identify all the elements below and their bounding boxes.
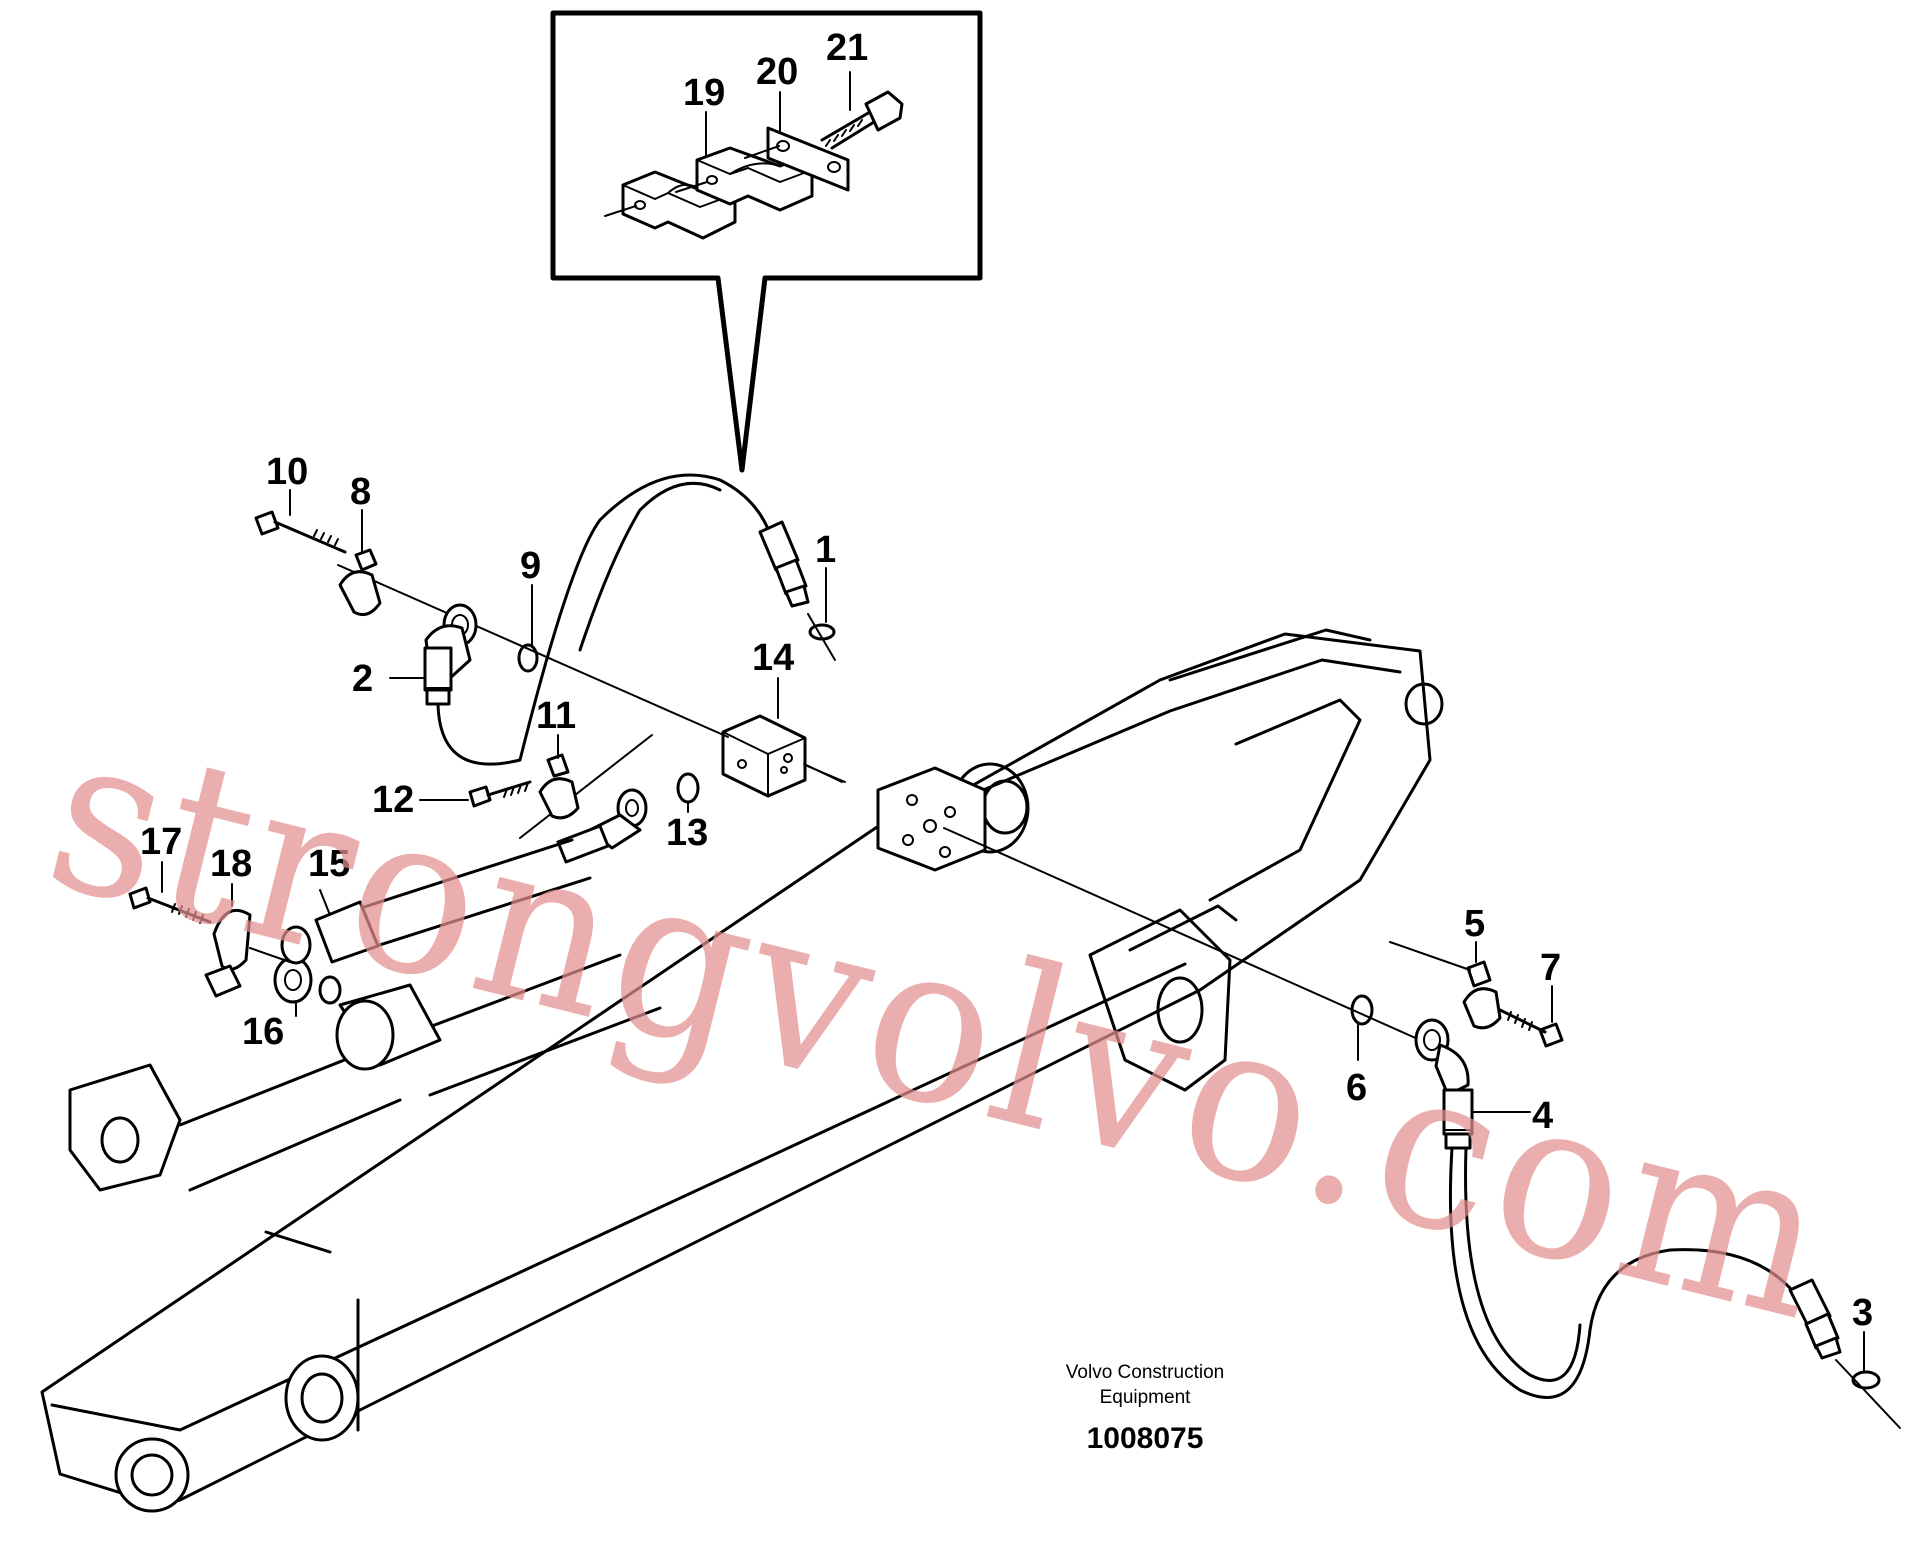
callout-15: 15: [308, 843, 350, 885]
upper-hose-assembly: [254, 473, 846, 783]
o-ring-icon: [676, 772, 700, 804]
right-hose-assembly: [943, 827, 1901, 1429]
o-ring-icon: [1851, 1370, 1881, 1390]
callout-10: 10: [266, 451, 308, 493]
boom-flange-block: [876, 766, 987, 872]
clamp-half-upper-icon: [675, 146, 814, 212]
callout-19: 19: [683, 72, 725, 114]
callout-7: 7: [1540, 947, 1561, 989]
boom-structure: [40, 628, 1444, 1513]
hose-line: [436, 473, 774, 766]
callout-12: 12: [372, 779, 414, 821]
hose-fitting-icon: [1788, 1278, 1901, 1429]
cover-plate-icon: [744, 126, 850, 192]
bolt-icon: [468, 780, 532, 808]
callout-21: 21: [826, 27, 868, 69]
o-ring-icon: [1350, 994, 1374, 1026]
hose-line: [1448, 1146, 1802, 1399]
clamp-half-icon: [1462, 960, 1502, 1030]
boom-mid-boss-icon: [284, 1354, 360, 1442]
callout-2: 2: [352, 658, 373, 700]
detail-inset: [550, 10, 983, 473]
clamp-half-icon: [538, 753, 580, 820]
distribution-block: [721, 714, 843, 798]
elbow-fitting-icon: [1414, 1018, 1474, 1150]
hose-fitting-icon: [758, 520, 836, 661]
callout-11: 11: [536, 695, 576, 737]
clamp-half-icon: [338, 548, 382, 616]
callout-5: 5: [1464, 903, 1485, 945]
boom-head-pin-icon: [950, 682, 1444, 854]
callout-16: 16: [242, 1011, 284, 1053]
o-ring-icon: [517, 643, 539, 673]
boom-cylinder: [68, 953, 662, 1192]
o-ring-icon: [318, 975, 342, 1005]
callout-6: 6: [1346, 1067, 1367, 1109]
bolt-icon: [1498, 1008, 1564, 1048]
title-block: Volvo Construction Equipment 1008075: [1066, 1362, 1224, 1455]
callout-17: 17: [140, 821, 182, 863]
callout-20: 20: [756, 51, 798, 93]
callout-14: 14: [752, 637, 794, 679]
clamp-half-icon: [204, 909, 252, 998]
hose-fitting-icon: [273, 925, 313, 1004]
callout-8: 8: [350, 471, 371, 513]
callout-13: 13: [666, 812, 708, 854]
bolt-icon: [128, 886, 212, 924]
bolt-icon: [820, 90, 904, 150]
adapter-fitting-icon: [556, 788, 648, 864]
callout-4: 4: [1532, 1095, 1553, 1137]
callout-18: 18: [210, 843, 252, 885]
caption-line-2: Equipment: [1100, 1387, 1192, 1408]
callout-1: 1: [815, 529, 836, 571]
callout-3: 3: [1852, 1292, 1873, 1334]
caption-line-1: Volvo Construction: [1066, 1362, 1224, 1383]
bolt-icon: [254, 510, 347, 554]
lower-hose-assembly: [128, 734, 700, 1005]
boom-foot-pin-icon: [114, 1437, 190, 1513]
elbow-fitting-icon: [423, 603, 478, 706]
callout-labels: 1 2 3 4 5 6 7 8 9 10 11 12 13 14 15 16 1…: [140, 27, 1873, 1334]
o-ring-icon: [808, 623, 836, 641]
callout-9: 9: [520, 545, 541, 587]
leader-lines: [161, 489, 1865, 1371]
drawing-number: 1008075: [1087, 1422, 1204, 1455]
